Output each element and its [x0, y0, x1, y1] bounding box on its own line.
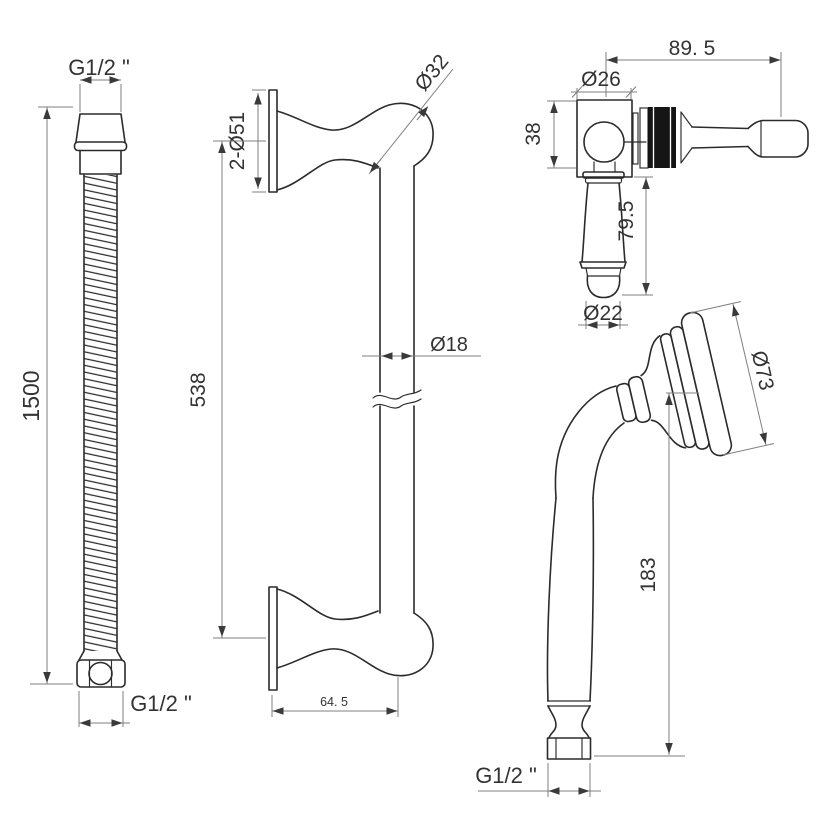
bracket-cradle — [579, 161, 627, 299]
bracket-tip-diameter-label: Ø22 — [583, 302, 623, 325]
bracket-body — [576, 99, 809, 178]
rail-bar — [372, 165, 422, 614]
bracket-reach-label: 89. 5 — [669, 37, 716, 60]
hose-thread-bottom-label: G1/2 " — [130, 691, 192, 716]
rail-bottom-flange — [268, 586, 278, 691]
hose-drawing: G1/2 " G1/2 " 1 — [18, 55, 192, 727]
handset-handle — [546, 385, 625, 760]
handset-thread-label: G1/2 " — [475, 763, 537, 788]
bracket-ball-joint — [583, 121, 625, 163]
rail-end-diameter-label: Ø32 — [411, 50, 454, 95]
handset-thread-connector — [546, 737, 592, 760]
bracket-knurled-ring — [648, 107, 676, 168]
hose-thread-top-label: G1/2 " — [68, 55, 130, 80]
rail-length-label: 538 — [187, 372, 210, 407]
hose-length-label: 1500 — [18, 370, 44, 421]
rail-top-bracket — [276, 102, 434, 191]
bracket-body-diameter-label: Ø26 — [581, 68, 621, 91]
rail-tube-diameter-label: Ø18 — [430, 334, 468, 356]
bracket-lever — [747, 119, 809, 158]
rail-top-flange — [268, 89, 278, 193]
rail-bottom-bracket — [276, 588, 434, 677]
handset-length-label: 183 — [637, 557, 660, 592]
wall-bracket-drawing: 89. 5 Ø26 38 — [522, 37, 809, 329]
handset-drawing: Ø73 183 G1/2 " — [475, 301, 778, 797]
handset-head — [615, 311, 733, 457]
rail-wall-offset-label: 64. 5 — [320, 695, 348, 709]
bracket-body-height-label: 38 — [522, 122, 545, 145]
hose-bottom-nut — [76, 650, 126, 688]
hose-corrugated-tube — [83, 174, 118, 652]
handset-head-diameter-label: Ø73 — [747, 349, 778, 393]
hose-top-connector — [73, 113, 128, 175]
slide-rail-drawing: 2-Ø51 Ø32 Ø18 538 64. 5 — [187, 50, 481, 717]
bracket-cradle-length-label: 79.5 — [615, 201, 638, 242]
